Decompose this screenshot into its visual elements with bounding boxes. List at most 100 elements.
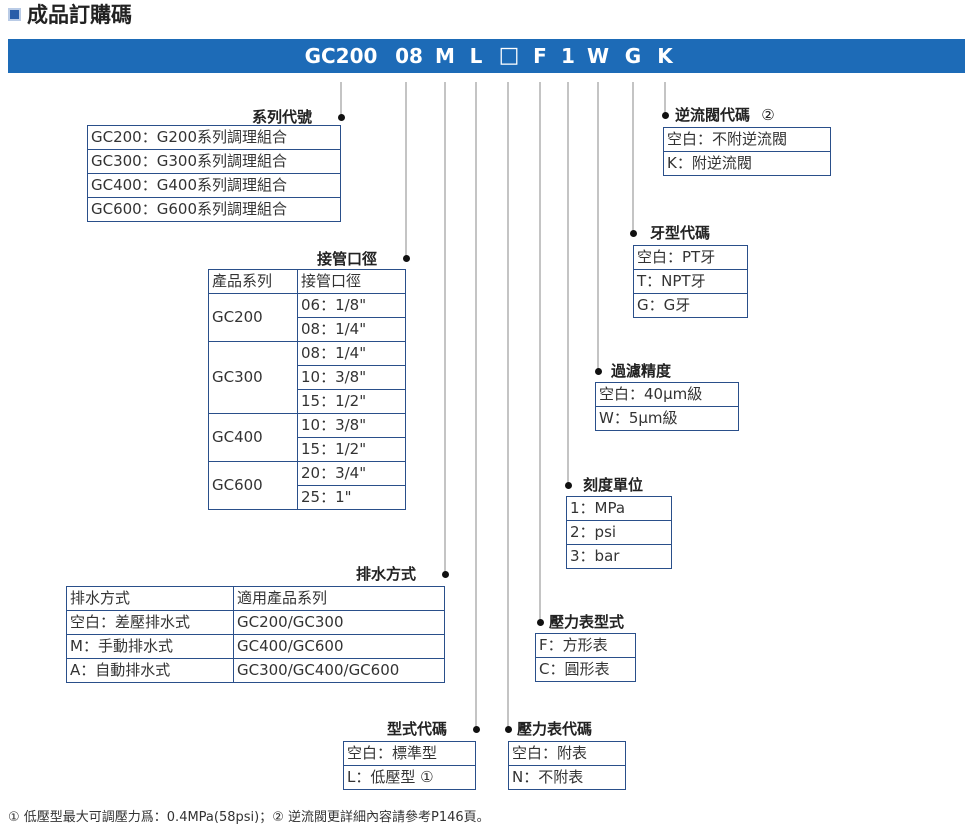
port-series-cell: GC600 xyxy=(208,461,298,510)
check-header-text: 逆流閥代碼 xyxy=(675,106,751,124)
filter-header: 過濾精度 xyxy=(611,362,672,380)
table-row: 3：bar xyxy=(566,544,672,569)
port-size-cell: 08：1/4" xyxy=(297,317,406,342)
drain-type-cell: A：自動排水式 xyxy=(66,658,234,683)
table-row: GC300：G300系列調理組合 xyxy=(87,149,341,174)
port-size-cell: 10：3/8" xyxy=(297,365,406,390)
series-row: GC400：G400系列調理組合 xyxy=(87,173,341,198)
thread-table: 空白：PT牙 T：NPT牙 G：G牙 xyxy=(633,245,748,318)
port-series-cell: GC200 xyxy=(208,293,298,342)
port-header: 接管口徑 xyxy=(317,250,378,268)
table-row: 空白：不附逆流閥 xyxy=(663,127,831,152)
order-code-banner: GC200 08 M L □ F 1 W G K xyxy=(8,39,965,73)
drain-col-type: 排水方式 xyxy=(66,586,234,611)
port-dot-icon xyxy=(403,255,410,262)
type-dot-icon xyxy=(473,726,480,733)
square-bullet-icon xyxy=(8,7,21,21)
drain-type-cell: 空白：差壓排水式 xyxy=(66,610,234,635)
gauge-code-dot-icon xyxy=(505,726,512,733)
thread-row: 空白：PT牙 xyxy=(633,245,748,270)
table-row: 空白：附表 xyxy=(508,741,626,766)
port-size-cell: 15：1/2" xyxy=(297,437,406,462)
port-size-cell: 10：3/8" xyxy=(297,413,406,438)
code-type: L xyxy=(469,44,483,68)
series-header: 系列代號 xyxy=(252,108,313,126)
drain-apply-cell: GC300/GC400/GC600 xyxy=(233,658,445,683)
table-row: 2：psi xyxy=(566,520,672,545)
table-row: 08：1/4" xyxy=(209,317,406,342)
port-col-series: 產品系列 xyxy=(208,269,298,294)
table-row: GC600 20：3/4" xyxy=(208,461,406,510)
gauge-type-table: F：方形表 C：圓形表 xyxy=(535,633,636,682)
filter-dot-icon xyxy=(595,368,602,375)
table-row: M：手動排水式 GC400/GC600 xyxy=(66,634,445,659)
section-title-text: 成品訂購碼 xyxy=(27,3,132,27)
type-row: L：低壓型 ① xyxy=(343,765,476,790)
gauge-code-row: 空白：附表 xyxy=(508,741,626,766)
table-row: GC400 10：3/8" xyxy=(208,413,406,462)
port-size-cell: 06：1/8" xyxy=(297,293,406,318)
scale-dot-icon xyxy=(565,482,572,489)
port-series-cell: GC300 xyxy=(208,341,298,414)
filter-row: 空白：40μm級 xyxy=(595,382,739,407)
drain-apply-cell: GC200/GC300 xyxy=(233,610,445,635)
code-gauge-type: F xyxy=(533,44,547,68)
table-row: 排水方式 適用產品系列 xyxy=(66,586,445,611)
check-row: K：附逆流閥 xyxy=(663,151,831,176)
scale-table: 1：MPa 2：psi 3：bar xyxy=(566,496,672,569)
check-table: 空白：不附逆流閥 K：附逆流閥 xyxy=(663,127,831,176)
check-row: 空白：不附逆流閥 xyxy=(663,127,831,152)
table-row: 產品系列 接管口徑 xyxy=(208,269,406,294)
table-row: 10：3/8" xyxy=(209,365,406,390)
code-filter: W xyxy=(586,44,610,68)
table-row: GC400：G400系列調理組合 xyxy=(87,173,341,198)
thread-row: T：NPT牙 xyxy=(633,269,748,294)
gauge-code-header: 壓力表代碼 xyxy=(517,720,593,738)
drain-table: 排水方式 適用產品系列 空白：差壓排水式 GC200/GC300 M：手動排水式… xyxy=(66,586,445,683)
code-scale: 1 xyxy=(561,44,575,68)
table-row: K：附逆流閥 xyxy=(663,151,831,176)
table-row: GC200：G200系列調理組合 xyxy=(87,125,341,150)
table-row: A：自動排水式 GC300/GC400/GC600 xyxy=(66,658,445,683)
gauge-code-table: 空白：附表 N：不附表 xyxy=(508,741,626,790)
drain-col-apply: 適用產品系列 xyxy=(233,586,445,611)
check-header: 逆流閥代碼 ② xyxy=(675,105,775,125)
series-row: GC600：G600系列調理組合 xyxy=(87,197,341,222)
table-row: 空白：標準型 xyxy=(343,741,476,766)
code-drain: M xyxy=(435,44,455,68)
scale-row: 1：MPa xyxy=(566,496,672,521)
port-size-cell: 20：3/4" xyxy=(297,461,406,486)
table-row: 空白：40μm級 xyxy=(595,382,739,407)
table-row: GC300 08：1/4" xyxy=(208,341,406,414)
thread-dot-icon xyxy=(630,230,637,237)
table-row: F：方形表 xyxy=(535,633,636,658)
scale-header: 刻度單位 xyxy=(583,476,644,494)
scale-row: 2：psi xyxy=(566,520,672,545)
port-size-cell: 25：1" xyxy=(297,485,406,510)
gauge-type-header: 壓力表型式 xyxy=(549,613,625,631)
table-row: G：G牙 xyxy=(633,293,748,318)
series-dot-icon xyxy=(338,114,345,121)
check-note-mark: ② xyxy=(761,106,775,124)
drain-dot-icon xyxy=(442,571,449,578)
footnote: ① 低壓型最大可調壓力爲：0.4MPa(58psi)；② 逆流閥更詳細內容請參考… xyxy=(8,810,490,825)
type-row: 空白：標準型 xyxy=(343,741,476,766)
table-row: GC600：G600系列調理組合 xyxy=(87,197,341,222)
port-series-cell: GC400 xyxy=(208,413,298,462)
gauge-code-row: N：不附表 xyxy=(508,765,626,790)
code-gauge: □ xyxy=(498,43,520,68)
code-port: 08 xyxy=(395,44,423,68)
drain-type-cell: M：手動排水式 xyxy=(66,634,234,659)
gauge-type-row: C：圓形表 xyxy=(535,657,636,682)
table-row: C：圓形表 xyxy=(535,657,636,682)
port-size-cell: 15：1/2" xyxy=(297,389,406,414)
table-row: T：NPT牙 xyxy=(633,269,748,294)
series-table: GC200：G200系列調理組合 GC300：G300系列調理組合 GC400：… xyxy=(87,125,341,222)
table-row: 空白：差壓排水式 GC200/GC300 xyxy=(66,610,445,635)
table-row: 25：1" xyxy=(209,485,406,510)
table-row: L：低壓型 ① xyxy=(343,765,476,790)
type-header: 型式代碼 xyxy=(387,720,448,738)
filter-table: 空白：40μm級 W：5μm級 xyxy=(595,382,739,431)
gauge-type-row: F：方形表 xyxy=(535,633,636,658)
drain-apply-cell: GC400/GC600 xyxy=(233,634,445,659)
